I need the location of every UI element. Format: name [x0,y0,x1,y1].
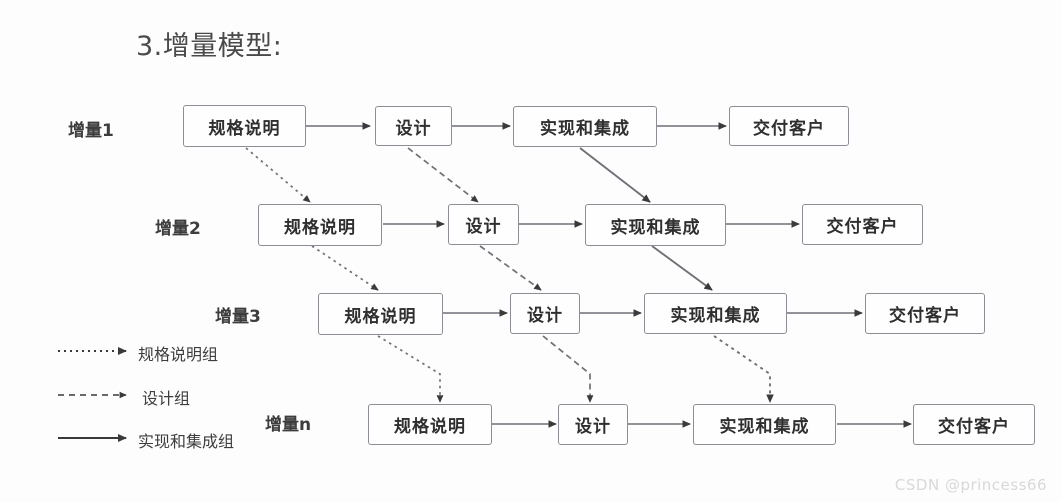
row2-box-implementation[interactable]: 实现和集成 [585,204,726,246]
row-label-increment-1: 增量1 [68,121,114,141]
legend-label-design-group: 设计组 [142,389,191,408]
row4-box-implementation[interactable]: 实现和集成 [693,404,836,445]
row-label-increment-2: 增量2 [155,219,201,239]
row1-box-delivery[interactable]: 交付客户 [729,106,849,146]
legend-label-specification-group: 规格说明组 [138,345,219,364]
design-group-connectors [407,147,594,403]
row3-box-delivery[interactable]: 交付客户 [865,293,985,334]
implementation-group-connectors [579,147,774,403]
legend-sample-lines [58,347,127,442]
specification-group-connectors [245,147,444,403]
row-label-increment-3: 增量3 [215,307,261,327]
page-title: 3.增量模型: [136,31,283,62]
row4-box-specification[interactable]: 规格说明 [368,404,492,445]
row2-box-specification[interactable]: 规格说明 [258,204,382,246]
row3-box-specification[interactable]: 规格说明 [318,293,443,335]
row4-box-delivery[interactable]: 交付客户 [913,404,1035,445]
row1-box-specification[interactable]: 规格说明 [183,105,306,147]
row3-box-design[interactable]: 设计 [510,293,580,334]
row3-box-implementation[interactable]: 实现和集成 [644,293,787,334]
row1-box-implementation[interactable]: 实现和集成 [513,106,657,147]
legend-label-implementation-group: 实现和集成组 [138,432,235,451]
row1-box-design[interactable]: 设计 [375,106,452,146]
row-label-increment-n: 增量n [265,415,312,435]
row2-box-design[interactable]: 设计 [448,204,519,245]
row2-box-delivery[interactable]: 交付客户 [802,204,923,245]
watermark: CSDN @princess66 [894,476,1047,494]
row4-box-design[interactable]: 设计 [558,404,628,445]
